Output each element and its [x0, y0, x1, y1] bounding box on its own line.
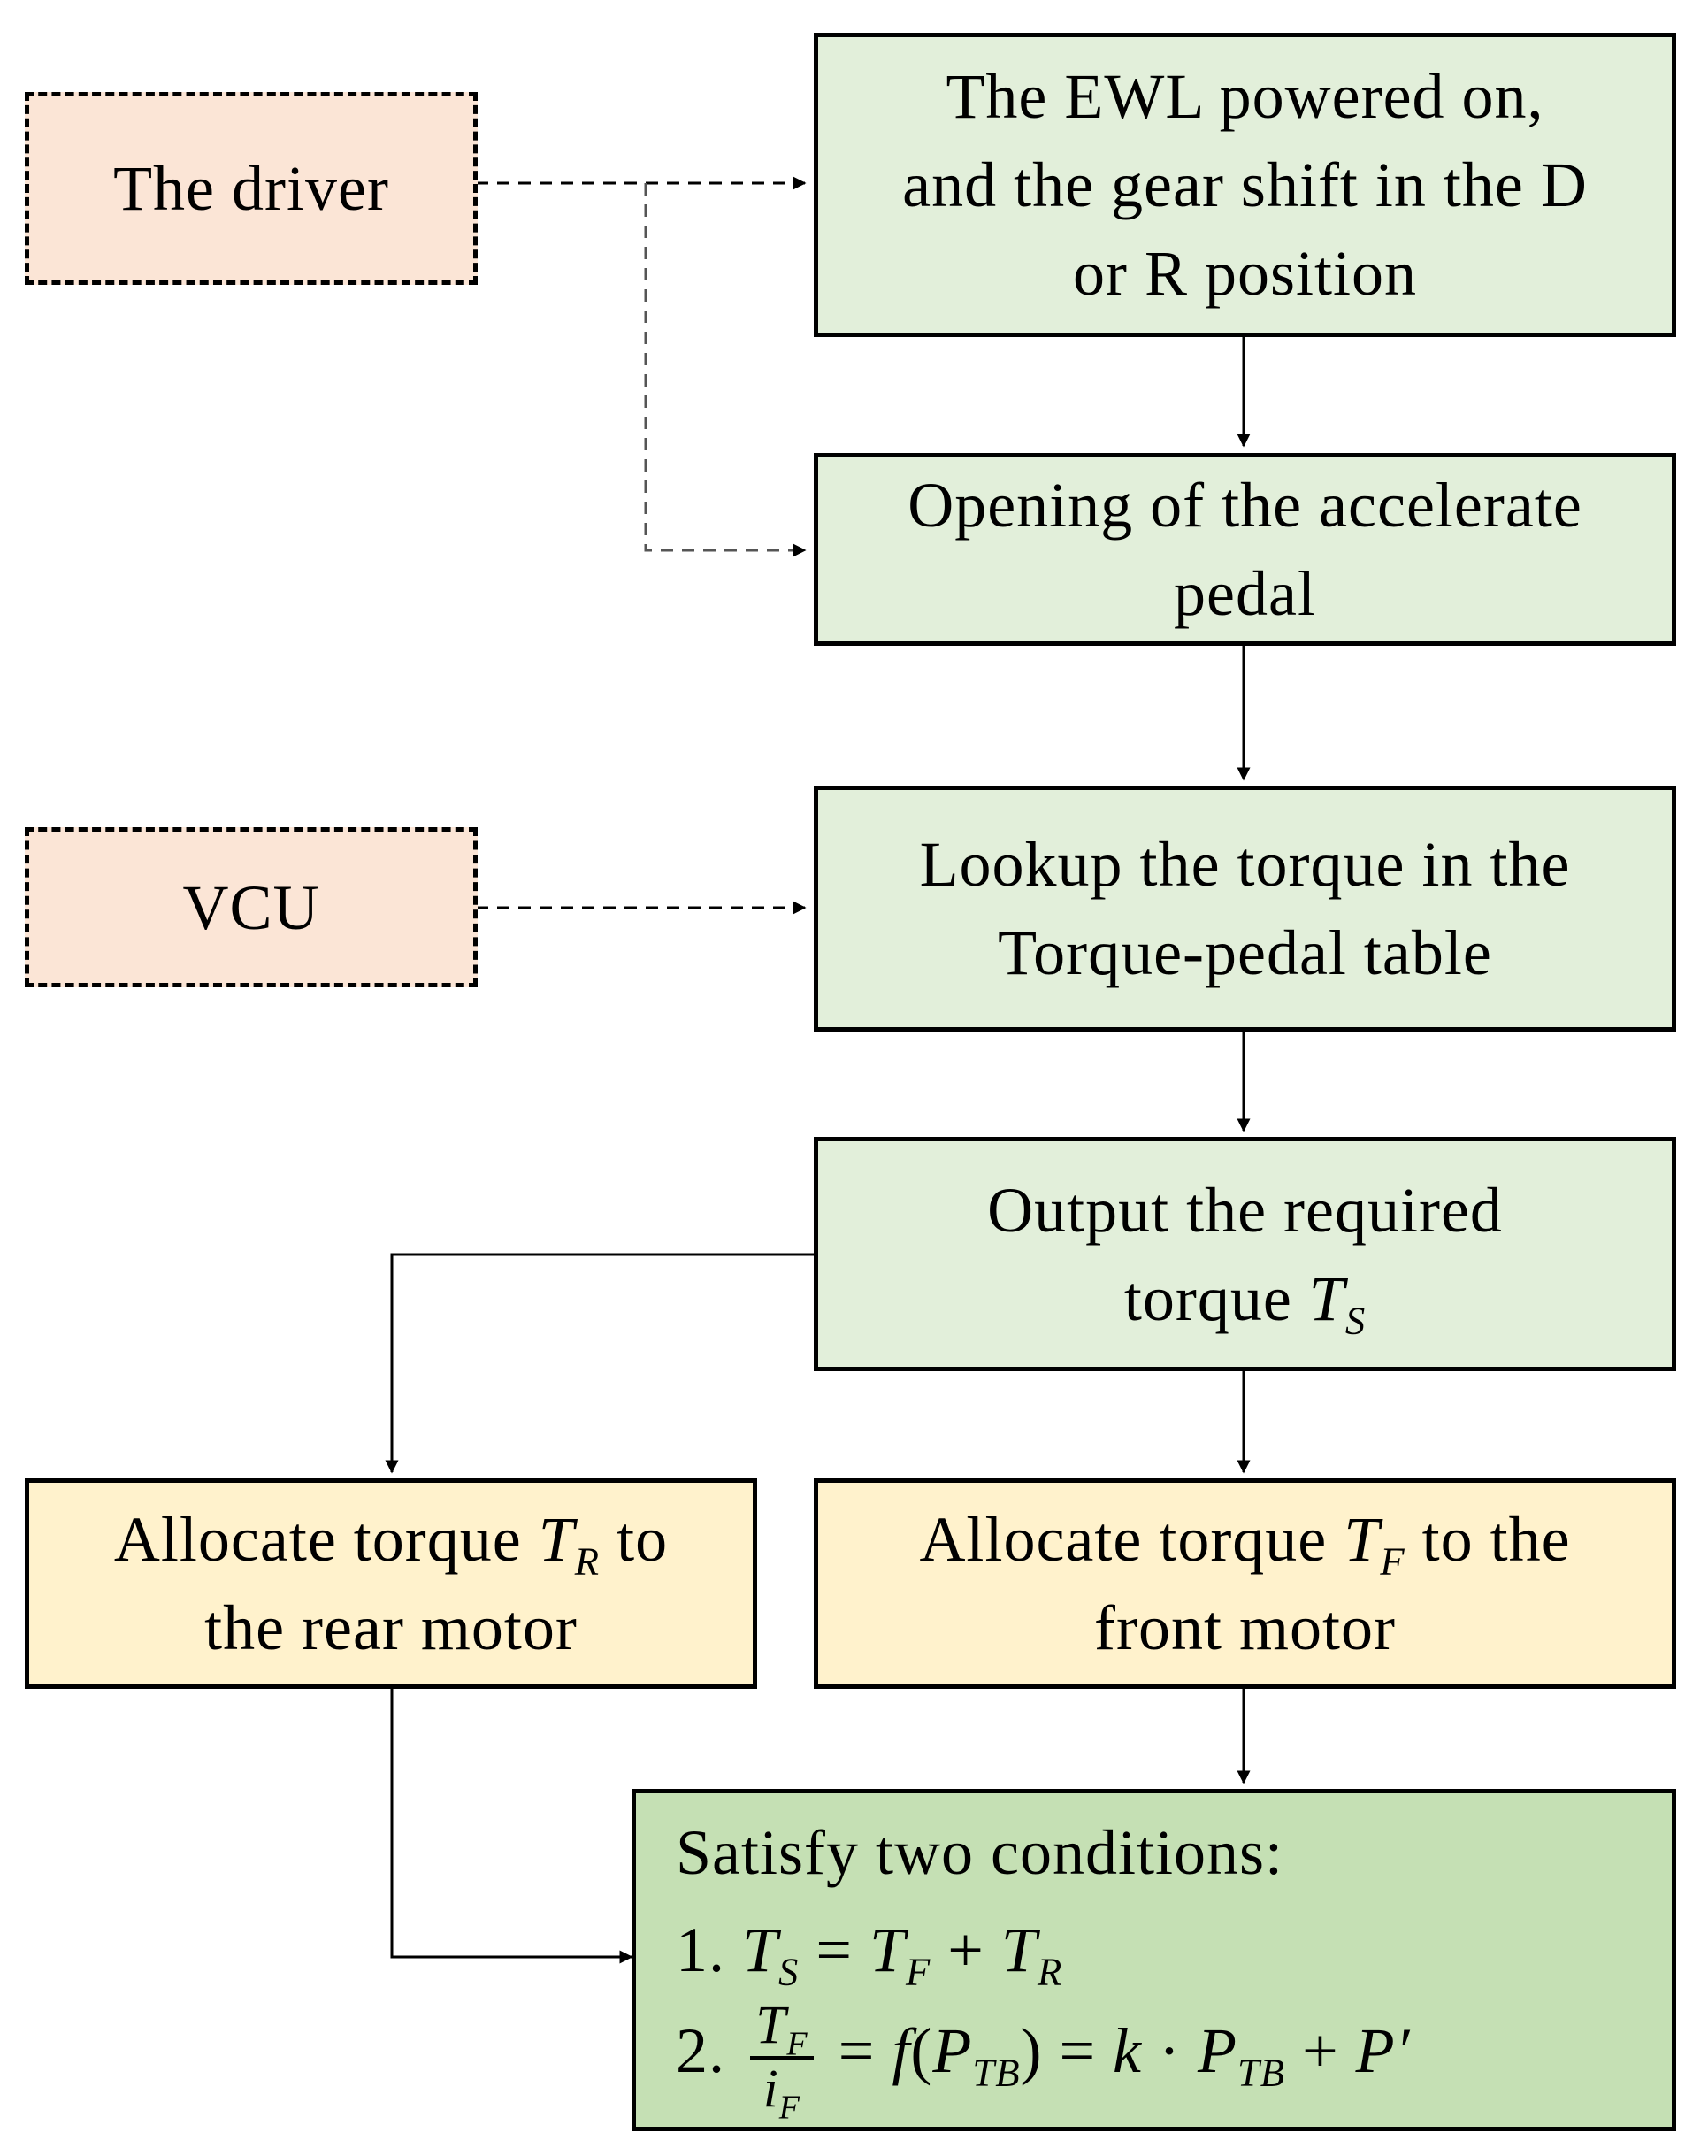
lookup-node: Lookup the torque in the Torque-pedal ta…	[814, 786, 1676, 1032]
eq2-k: k	[1113, 2015, 1143, 2087]
eq2-den-var: i	[762, 2058, 779, 2119]
eq2-p-var: P	[932, 2015, 973, 2087]
rear-sub: R	[574, 1538, 601, 1584]
rear-line-1: Allocate torque TR to	[114, 1495, 668, 1584]
arrow-output-to-rear	[385, 1253, 814, 1474]
arrow-rear-to-conditions	[390, 1689, 633, 1964]
eq1-equals: =	[799, 1914, 869, 1986]
pedal-line-2: pedal	[1174, 558, 1316, 629]
pedal-line-1: Opening of the accelerate	[908, 470, 1582, 541]
conditions-node: Satisfy two conditions: 1. TS = TF + TR …	[632, 1789, 1676, 2131]
driver-label: The driver	[113, 153, 389, 224]
lookup-line-1: Lookup the torque in the	[919, 829, 1571, 900]
eq1-tf-var: T	[869, 1914, 907, 1986]
rear-line-2: the rear motor	[204, 1592, 578, 1663]
eq2-open-paren: (	[910, 2015, 933, 2087]
rear-prefix: Allocate torque	[113, 1504, 539, 1575]
output-line-1: Output the required	[987, 1174, 1503, 1246]
eq2-den-sub: F	[778, 2088, 800, 2126]
vcu-label: VCU	[182, 871, 320, 943]
eq2-equals-2: =	[1042, 2015, 1114, 2087]
pedal-node: Opening of the accelerate pedal	[814, 453, 1676, 646]
conditions-title: Satisfy two conditions:	[676, 1817, 1283, 1889]
eq1-ts-var: T	[742, 1914, 779, 1986]
rear-var: T	[538, 1504, 575, 1575]
eq2-close-paren: )	[1020, 2015, 1043, 2087]
output-prefix: torque	[1123, 1262, 1309, 1334]
front-prefix: Allocate torque	[919, 1504, 1344, 1575]
ewl-line-3: or R position	[1072, 238, 1418, 309]
condition-1-number: 1.	[676, 1914, 725, 1986]
eq2-f: f	[892, 2015, 911, 2087]
ewl-node: The EWL powered on, and the gear shift i…	[814, 33, 1676, 337]
front-line-2: front motor	[1094, 1592, 1396, 1663]
eq1-ts-sub: S	[778, 1949, 800, 1994]
eq1-tr-sub: R	[1037, 1949, 1063, 1994]
output-node: Output the required torque TS	[814, 1137, 1676, 1371]
front-line-1: Allocate torque TF to the	[919, 1495, 1570, 1584]
rear-suffix: to	[600, 1504, 669, 1575]
output-var: T	[1308, 1262, 1345, 1334]
ewl-line-2: and the gear shift in the D	[902, 150, 1588, 220]
driver-node: The driver	[25, 92, 478, 285]
eq1-tf-sub: F	[906, 1949, 931, 1994]
eq2-numerator: TF	[750, 1999, 814, 2060]
output-sub: S	[1344, 1298, 1367, 1343]
eq2-p-sub: TB	[972, 2050, 1021, 2095]
condition-1: 1. TS = TF + TR	[676, 1901, 1062, 1999]
eq2-num-sub: F	[786, 2025, 808, 2063]
front-suffix: to the	[1405, 1504, 1571, 1575]
ewl-line-1: The EWL powered on,	[946, 61, 1544, 132]
eq2-denominator: iF	[762, 2058, 800, 2124]
condition-2-number: 2.	[676, 2015, 725, 2087]
eq2-p2-var: P	[1198, 2015, 1237, 2087]
lookup-line-2: Torque-pedal table	[998, 917, 1492, 988]
vcu-node: VCU	[25, 827, 478, 987]
output-line-2: torque TS	[1124, 1254, 1366, 1343]
eq2-dot: ·	[1142, 2015, 1198, 2087]
eq1-tr-var: T	[1000, 1914, 1038, 1986]
eq2-equals-1: =	[821, 2015, 892, 2087]
rear-alloc-node: Allocate torque TR to the rear motor	[25, 1478, 757, 1689]
eq2-plus: +	[1285, 2015, 1356, 2087]
front-var: T	[1344, 1504, 1381, 1575]
eq2-num-var: T	[755, 1995, 787, 2056]
eq1-plus: +	[931, 1914, 1001, 1986]
eq2-p-prime: P′	[1355, 2015, 1411, 2087]
front-sub: F	[1380, 1538, 1405, 1584]
front-alloc-node: Allocate torque TF to the front motor	[814, 1478, 1676, 1689]
eq2-p2-sub: TB	[1237, 2050, 1286, 2095]
arrow-driver-to-pedal	[644, 183, 807, 557]
